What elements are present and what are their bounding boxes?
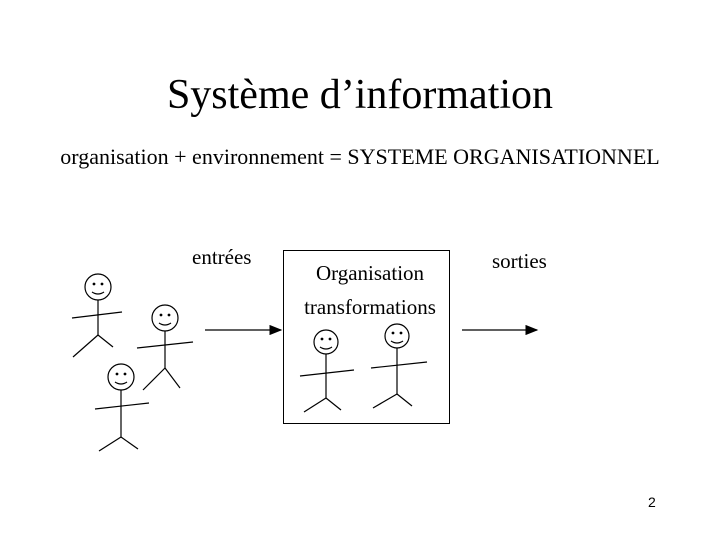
inputs-label: entrées xyxy=(192,245,252,269)
organisation-box-text: Organisation transformations xyxy=(283,256,457,324)
stick-figure-icon xyxy=(94,363,150,452)
stick-figure-icon xyxy=(370,323,428,409)
slide-title: Système d’information xyxy=(166,72,554,118)
stick-figure-icon xyxy=(136,304,194,391)
organisation-box xyxy=(283,250,450,424)
page-number: 2 xyxy=(648,494,656,510)
stick-figure-icon xyxy=(299,329,355,413)
slide-subtitle: organisation + environnement = SYSTEME O… xyxy=(60,144,660,169)
outputs-label: sorties xyxy=(492,249,547,273)
box-line-organisation: Organisation xyxy=(315,261,425,285)
stick-figure-icon xyxy=(71,273,123,358)
box-line-transformations: transformations xyxy=(304,295,436,319)
